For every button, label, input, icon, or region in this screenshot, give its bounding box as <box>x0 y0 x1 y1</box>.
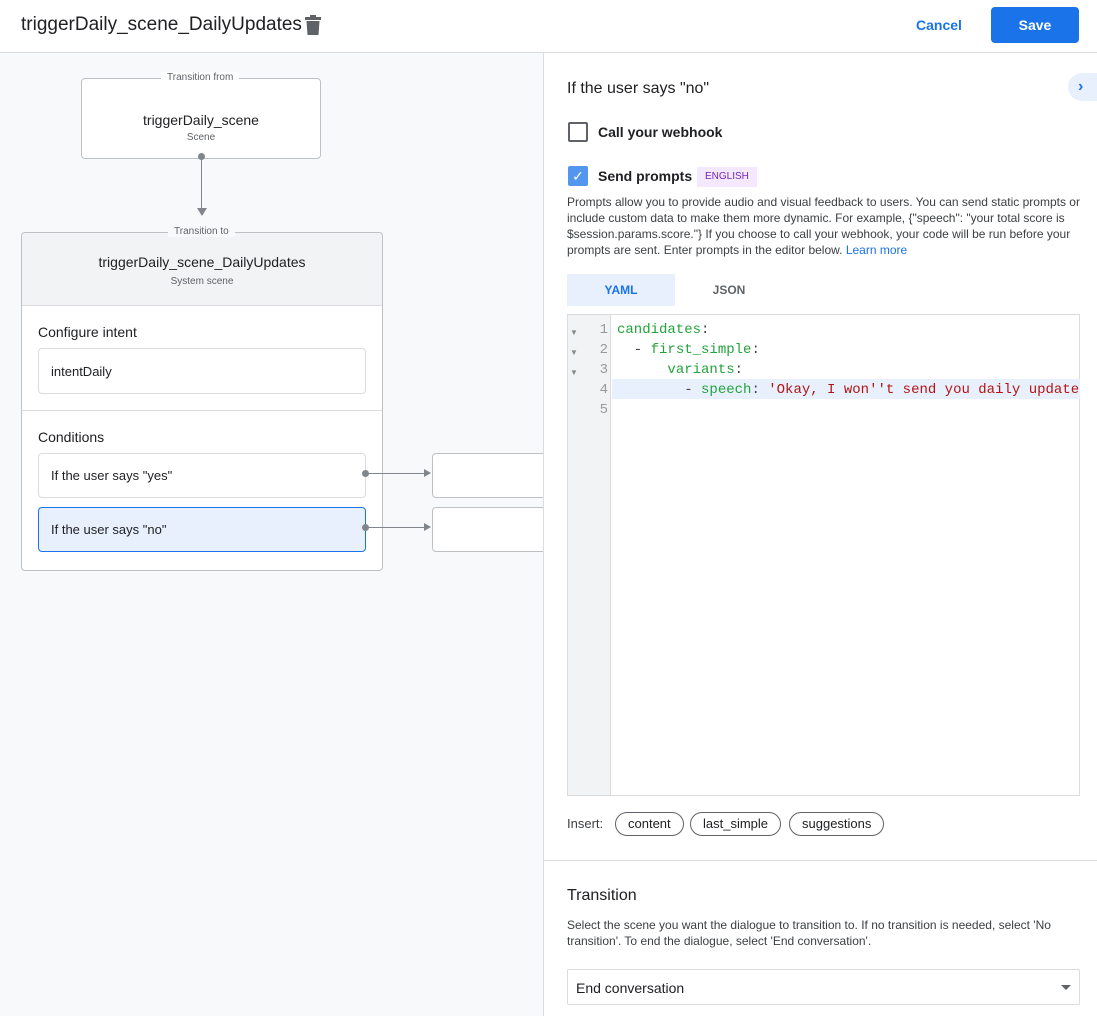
line-number: 5 <box>599 402 608 418</box>
line-number: 4 <box>599 382 608 398</box>
transition-heading: Transition <box>567 887 637 904</box>
scene-name: triggerDaily_scene_DailyUpdates <box>98 254 306 270</box>
code-key: first_simple <box>650 342 752 358</box>
code-string: 'Okay, I won''t send you daily update <box>768 382 1080 398</box>
trash-icon[interactable] <box>304 15 322 35</box>
active-line-highlight <box>612 379 1080 399</box>
condition-yes[interactable]: If the user says "yes" <box>38 453 366 498</box>
flow-canvas: triggerDaily_scene Scene Transition from… <box>0 53 543 1016</box>
arrow-down-icon <box>197 208 207 216</box>
line-number: 3 <box>599 362 608 378</box>
code-key: variants <box>667 362 735 378</box>
dropdown-arrow-icon <box>1061 985 1071 990</box>
transition-from-label: Transition from <box>161 72 240 83</box>
webhook-label: Call your webhook <box>598 124 723 140</box>
fold-arrows[interactable]: ▼ ▼ ▼ <box>570 323 578 383</box>
learn-more-link[interactable]: Learn more <box>845 243 908 257</box>
insert-chip-suggestions[interactable]: suggestions <box>789 812 885 836</box>
divider <box>22 410 382 411</box>
page-title: triggerDaily_scene_DailyUpdates <box>21 14 302 35</box>
arrow-right-icon <box>424 469 431 477</box>
transition-to-label: Transition to <box>168 226 235 237</box>
line-number: 1 <box>599 322 608 338</box>
save-button[interactable]: Save <box>991 7 1079 43</box>
conditions-heading: Conditions <box>38 429 105 445</box>
details-panel: › If the user says "no" Call your webhoo… <box>543 53 1097 1016</box>
intent-box[interactable]: intentDaily <box>38 348 366 394</box>
description-text: Prompts allow you to provide audio and v… <box>567 195 1080 257</box>
insert-label: Insert: <box>567 816 604 831</box>
transition-description: Select the scene you want the dialogue t… <box>567 918 1051 948</box>
language-badge: ENGLISH <box>697 167 757 187</box>
condition-no[interactable]: If the user says "no" <box>38 507 366 552</box>
divider <box>544 860 1097 861</box>
cancel-button[interactable]: Cancel <box>905 10 973 40</box>
send-prompts-checkbox[interactable]: ✓ <box>568 166 588 186</box>
connector-dot <box>362 470 369 477</box>
fold-icon[interactable]: ▼ <box>570 368 578 377</box>
connector-line <box>368 473 426 474</box>
editor-gutter <box>568 315 611 795</box>
from-scene-type: Scene <box>186 132 216 143</box>
code-key: candidates <box>617 322 702 338</box>
line-number: 2 <box>599 342 608 358</box>
target-node-yes[interactable] <box>432 453 543 498</box>
from-scene-name: triggerDaily_scene <box>143 112 259 128</box>
configure-intent-heading: Configure intent <box>38 324 137 340</box>
code-key: speech <box>701 382 752 398</box>
code-editor[interactable]: 1 2 3 4 5 ▼ ▼ ▼ candidates: - first_simple… <box>567 314 1080 796</box>
webhook-checkbox[interactable] <box>568 122 588 142</box>
scene-type: System scene <box>170 276 234 287</box>
insert-chip-last-simple[interactable]: last_simple <box>690 812 782 836</box>
target-node-no[interactable] <box>432 507 543 552</box>
insert-chip-content[interactable]: content <box>615 812 684 836</box>
code-content: candidates: - first_simple: variants: - … <box>617 322 1080 398</box>
scene-card: triggerDaily_scene_DailyUpdates System s… <box>21 232 383 571</box>
line-numbers: 1 2 3 4 5 <box>568 320 608 420</box>
connector-dot <box>198 153 205 160</box>
transition-select[interactable]: End conversation <box>567 969 1080 1005</box>
tab-json[interactable]: JSON <box>712 283 746 297</box>
connector-dot <box>362 524 369 531</box>
fold-icon[interactable]: ▼ <box>570 348 578 357</box>
transition-select-value: End conversation <box>576 980 685 996</box>
collapse-panel-chevron-icon[interactable]: › <box>1068 73 1097 101</box>
fold-icon[interactable]: ▼ <box>570 328 578 337</box>
connector-line <box>368 527 426 528</box>
transition-from-card[interactable]: triggerDaily_scene Scene <box>81 78 321 159</box>
scene-header[interactable]: triggerDaily_scene_DailyUpdates System s… <box>22 233 382 306</box>
arrow-right-icon <box>424 523 431 531</box>
connector-line <box>201 159 202 209</box>
header: triggerDaily_scene_DailyUpdates Cancel S… <box>0 0 1097 53</box>
send-prompts-label: Send prompts <box>598 168 693 184</box>
tab-yaml[interactable]: YAML <box>567 274 675 306</box>
panel-heading: If the user says "no" <box>567 80 710 97</box>
prompts-description: Prompts allow you to provide audio and v… <box>567 194 1082 258</box>
